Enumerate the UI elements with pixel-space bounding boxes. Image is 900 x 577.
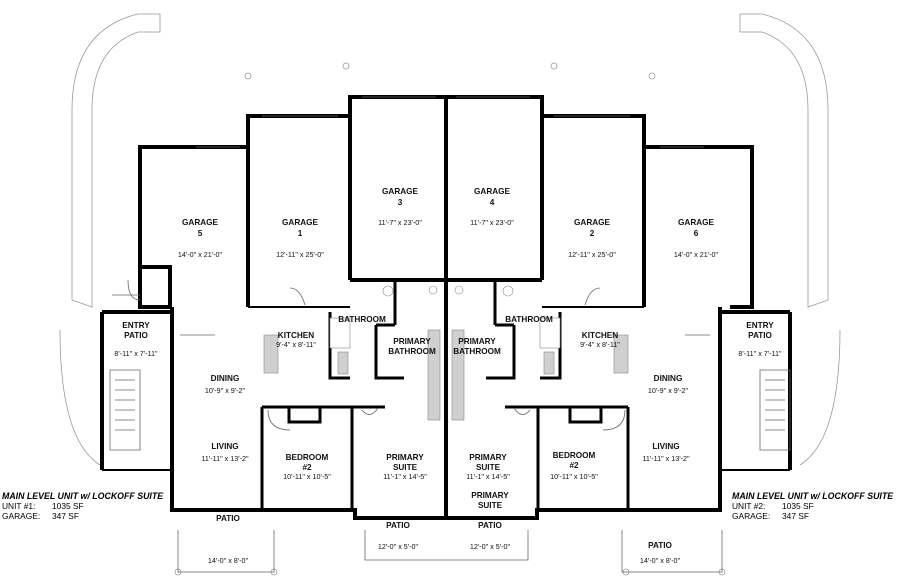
primary-suite-right-label-1: PRIMARY (469, 453, 507, 462)
living-right-dims: 11'-11" x 13'-2" (642, 454, 690, 463)
primary-suite-left-label-1: PRIMARY (386, 453, 424, 462)
bedroom2-left-label: BEDROOM (286, 453, 329, 462)
garage-4-label: GARAGE (474, 187, 510, 196)
primary-suite-right-dims: 11'-1" x 14'-5" (466, 472, 510, 481)
entry-patio-right-dims: 8'-11" x 7'-11" (738, 349, 782, 358)
garage-1-dims: 12'-11" x 25'-0" (276, 250, 324, 259)
dining-left-label: DINING (211, 374, 240, 383)
legend-right-row-label: UNIT #2: (732, 501, 766, 511)
exterior-walls (100, 95, 792, 520)
bathroom-left-label: BATHROOM (338, 315, 386, 324)
kitchen-right-dims: 9'-4" x 8'-11" (580, 340, 620, 349)
entry-patio-left-label-2: PATIO (124, 331, 148, 340)
legend-right-row-value: 347 SF (782, 511, 810, 521)
patio-center-right-dims: 12'-0" x 5'-0" (470, 542, 511, 551)
garage-6-number: 6 (694, 229, 699, 238)
living-left-label: LIVING (211, 442, 238, 451)
dining-right-label: DINING (654, 374, 683, 383)
legend-right-title: MAIN LEVEL UNIT w/ LOCKOFF SUITE (732, 491, 894, 501)
garage-5-label: GARAGE (182, 218, 218, 227)
legend-left-title: MAIN LEVEL UNIT w/ LOCKOFF SUITE (2, 491, 164, 501)
garage-2-label: GARAGE (574, 218, 610, 227)
dining-right-dims: 10'-9" x 9'-2" (648, 386, 689, 395)
legend-left-row: UNIT #1: 1035 SF (2, 501, 163, 511)
bedroom2-left-dims: 10'-11" x 10'-5" (283, 472, 331, 481)
legend-left-row: GARAGE: 347 SF (2, 511, 163, 521)
garage-2-number: 2 (590, 229, 595, 238)
kitchen-right-label: KITCHEN (582, 331, 618, 340)
patio-right-label: PATIO (648, 541, 672, 550)
patio-left-dims: 14'-0" x 8'-0" (208, 556, 249, 565)
patio-left-label: PATIO (216, 514, 240, 523)
entry-patio-right-label-1: ENTRY (746, 321, 774, 330)
legend-right-row: GARAGE: 347 SF (732, 511, 893, 521)
legend-right-row-value: 1035 SF (782, 501, 814, 511)
patio-right-dims: 14'-0" x 8'-0" (640, 556, 681, 565)
kitchen-left-dims: 9'-4" x 8'-11" (276, 340, 316, 349)
garage-6-label: GARAGE (678, 218, 714, 227)
primary-bath-left-label-2: BATHROOM (388, 347, 436, 356)
legend-right: MAIN LEVEL UNIT w/ LOCKOFF SUITE UNIT #2… (732, 491, 893, 521)
legend-left-row-value: 347 SF (52, 511, 80, 521)
garage-4-dims: 11'-7" x 23'-0" (470, 218, 514, 227)
legend-left-row-label: UNIT #1: (2, 501, 36, 511)
living-left-dims: 11'-11" x 13'-2" (201, 454, 249, 463)
garage-5-number: 5 (198, 229, 203, 238)
bathroom-right-label: BATHROOM (505, 315, 553, 324)
garage-3-label: GARAGE (382, 187, 418, 196)
entry-patio-left-dims: 8'-11" x 7'-11" (114, 349, 158, 358)
primary-suite-left-dims: 11'-1" x 14'-5" (383, 472, 427, 481)
bedroom2-right-number: #2 (569, 461, 579, 470)
bedroom2-left-number: #2 (302, 463, 312, 472)
patio-center-right-label: PATIO (478, 521, 502, 530)
bedroom2-right-dims: 10'-11" x 10'-5" (550, 472, 598, 481)
garage-6-dims: 14'-0" x 21'-0" (674, 250, 719, 259)
garage-1-number: 1 (298, 229, 303, 238)
dining-left-dims: 10'-9" x 9'-2" (205, 386, 246, 395)
garage-4-number: 4 (490, 198, 495, 207)
primary-bath-right-label-2: BATHROOM (453, 347, 501, 356)
thin-lines (109, 96, 791, 573)
primary-suite-right-label-2: SUITE (476, 463, 501, 472)
entry-patio-right-label-2: PATIO (748, 331, 772, 340)
garage-3-number: 3 (398, 198, 403, 207)
legend-left-row-value: 1035 SF (52, 501, 84, 511)
fixtures (263, 285, 629, 421)
entry-patio-left-label-1: ENTRY (122, 321, 150, 330)
kitchen-left-label: KITCHEN (278, 331, 314, 340)
patio-center-left-dims: 12'-0" x 5'-0" (378, 542, 419, 551)
garage-1-label: GARAGE (282, 218, 318, 227)
living-right-label: LIVING (652, 442, 679, 451)
garage-5-dims: 14'-0" x 21'-0" (178, 250, 223, 259)
interior-walls (260, 280, 630, 510)
legend-right-row-label: GARAGE: (732, 511, 771, 521)
legend-right-row: UNIT #2: 1035 SF (732, 501, 893, 511)
room-labels: GARAGE 5 14'-0" x 21'-0" GARAGE 1 12'-11… (114, 187, 782, 565)
primary-bath-right-label-1: PRIMARY (458, 337, 496, 346)
primary-bath-left-label-1: PRIMARY (393, 337, 431, 346)
primary-suite-right-extra-1: PRIMARY (471, 491, 509, 500)
legend-left-row-label: GARAGE: (2, 511, 41, 521)
primary-suite-right-extra-2: SUITE (478, 501, 503, 510)
legend-left: MAIN LEVEL UNIT w/ LOCKOFF SUITE UNIT #1… (2, 491, 163, 521)
garage-3-dims: 11'-7" x 23'-0" (378, 218, 422, 227)
patio-center-left-label: PATIO (386, 521, 410, 530)
garage-2-dims: 12'-11" x 25'-0" (568, 250, 616, 259)
primary-suite-left-label-2: SUITE (393, 463, 418, 472)
bedroom2-right-label: BEDROOM (553, 451, 596, 460)
